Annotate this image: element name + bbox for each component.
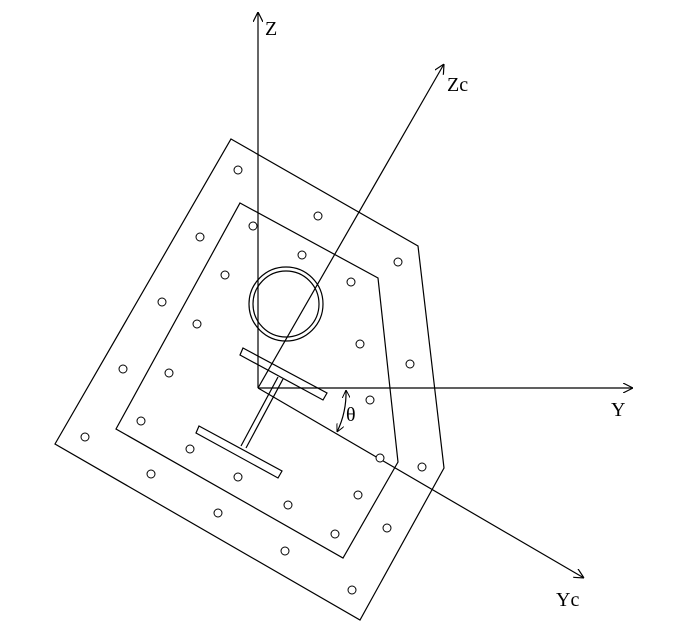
bolt-hole <box>185 444 195 454</box>
top-flange <box>239 347 328 401</box>
bolt-hole <box>382 523 392 533</box>
bolt-hole <box>330 529 340 539</box>
bolt-hole <box>118 364 128 374</box>
angle-arc <box>337 390 346 432</box>
bolt-hole <box>248 221 258 231</box>
bolt-hole <box>283 500 293 510</box>
yc-axis-label: Yc <box>556 589 579 611</box>
bolt-hole <box>405 359 415 369</box>
bolt-hole <box>355 339 365 349</box>
bolt-hole <box>213 508 223 518</box>
bolt-hole <box>80 432 90 442</box>
i-beam-section <box>195 347 328 479</box>
bolt-hole <box>233 472 243 482</box>
bolt-hole <box>136 416 146 426</box>
bottom-flange <box>195 425 283 479</box>
bolt-hole <box>195 232 205 242</box>
zc-axis-label: Zc <box>447 74 468 96</box>
z-axis-label: Z <box>265 18 277 40</box>
bolt-hole <box>233 165 243 175</box>
bolt-hole <box>220 270 230 280</box>
bolt-hole <box>375 453 385 463</box>
tube-inner <box>252 270 320 338</box>
bolt-hole <box>393 257 403 267</box>
zc-axis <box>257 64 444 389</box>
tube-outer <box>248 266 324 342</box>
bolt-hole <box>192 319 202 329</box>
bolt-hole <box>353 490 363 500</box>
angle-theta-label: θ <box>346 404 356 426</box>
outer-plate-outline <box>54 138 445 621</box>
bolt-hole <box>347 585 357 595</box>
bolt-hole <box>297 250 307 260</box>
bolt-hole <box>157 297 167 307</box>
bolt-hole <box>313 211 323 221</box>
bolt-hole <box>365 395 375 405</box>
bolt-hole <box>164 368 174 378</box>
inner-plate-outline <box>115 202 399 559</box>
bolt-hole <box>146 469 156 479</box>
bolt-hole <box>346 277 356 287</box>
yc-axis <box>257 387 584 578</box>
bolt-hole <box>417 462 427 472</box>
y-axis-label: Y <box>611 399 625 421</box>
bolt-holes <box>80 165 427 595</box>
bolt-hole <box>280 546 290 556</box>
